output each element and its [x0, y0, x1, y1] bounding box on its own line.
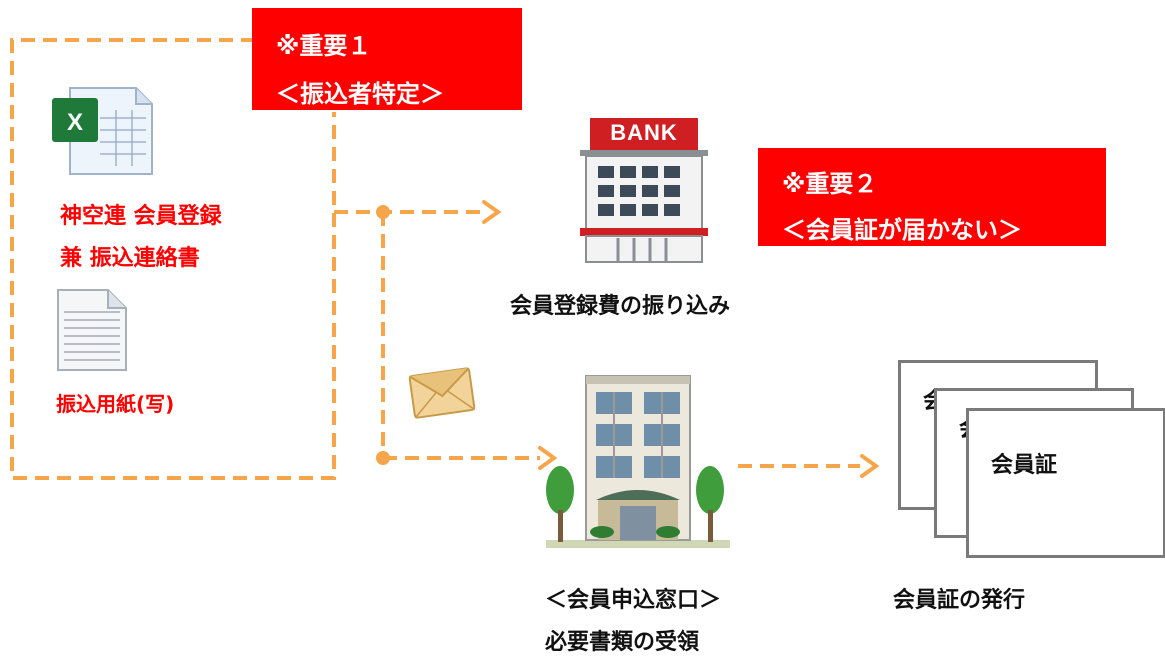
slip-label: 振込用紙(写)	[56, 392, 175, 416]
text-document-icon	[57, 289, 127, 371]
bank-caption: 会員登録費の振り込み	[510, 294, 731, 319]
important-callout-2-subtitle: ＜会員証が届かない＞	[782, 216, 1022, 244]
important-callout-2-title: ※重要２	[782, 170, 878, 198]
excel-file-icon: X	[52, 87, 153, 175]
important-callout-1-subtitle: ＜振込者特定＞	[276, 80, 444, 108]
office-building-icon	[546, 375, 730, 548]
document-label-line2: 兼 振込連絡書	[60, 246, 200, 271]
junction-bottom	[376, 451, 390, 465]
important-callout-1-title: ※重要１	[276, 32, 372, 60]
group-outline	[10, 38, 336, 480]
svg-text:X: X	[67, 109, 83, 136]
membership-card-icon: 会員証	[966, 408, 1165, 558]
important-callout-2: ※重要２ ＜会員証が届かない＞	[758, 148, 1106, 246]
arrow-head-bank	[482, 200, 502, 224]
bank-building-icon	[580, 118, 708, 263]
document-label-line1: 神空連 会員登録	[60, 204, 222, 229]
card-caption: 会員証の発行	[893, 588, 1026, 613]
membership-card-front-text: 会員証	[991, 453, 1058, 478]
arrow-head-office	[538, 446, 558, 470]
bank-sign-text: BANK	[610, 120, 678, 145]
arrow-head-card	[860, 454, 880, 478]
junction-top	[376, 205, 390, 219]
important-callout-1: ※重要１ ＜振込者特定＞	[252, 8, 522, 110]
office-caption-line1: ＜会員申込窓口＞	[545, 588, 722, 613]
office-caption-line2: 必要書類の受領	[545, 630, 700, 655]
envelope-icon	[408, 367, 476, 419]
